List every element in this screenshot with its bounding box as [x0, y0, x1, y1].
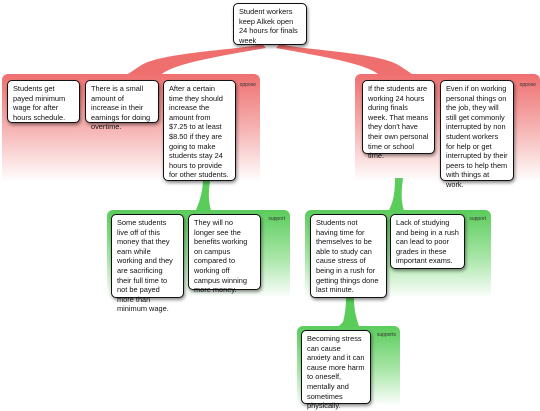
right-oppose-card-2[interactable]: Even if on working personal things on th…	[440, 80, 514, 189]
left-support-tag: support	[268, 216, 285, 222]
right-oppose-tag: oppose	[519, 82, 536, 88]
right-support-tag: support	[469, 216, 486, 222]
left-oppose-tag: oppose	[239, 82, 256, 88]
connector-bottom-support	[339, 296, 359, 326]
connector-right-support	[385, 178, 405, 214]
claim-card[interactable]: Student workers keep Alkek open 24 hours…	[233, 3, 307, 45]
right-oppose-card-1[interactable]: If the students are working 24 hours dur…	[362, 80, 435, 160]
bottom-support-card-1[interactable]: Becoming stress can cause anxiety and it…	[301, 330, 371, 410]
left-oppose-card-2[interactable]: There is a small amount of increase in t…	[85, 80, 159, 131]
right-support-card-2[interactable]: Lack of studying and being in a rush can…	[390, 214, 465, 269]
connector-claim-left	[125, 44, 266, 76]
left-support-card-1[interactable]: Some students live off of this money tha…	[111, 214, 184, 313]
connector-claim-right	[276, 44, 415, 76]
bottom-support-tag: supports	[376, 332, 396, 338]
connector-left-support	[192, 176, 212, 214]
left-support-card-2[interactable]: They will no longer see the benefits wor…	[188, 214, 261, 294]
right-support-card-1[interactable]: Students not having time for themselves …	[310, 214, 387, 298]
left-oppose-card-3[interactable]: After a certain time they should increas…	[163, 80, 236, 181]
left-oppose-card-1[interactable]: Students get payed minimum wage for afte…	[7, 80, 80, 123]
